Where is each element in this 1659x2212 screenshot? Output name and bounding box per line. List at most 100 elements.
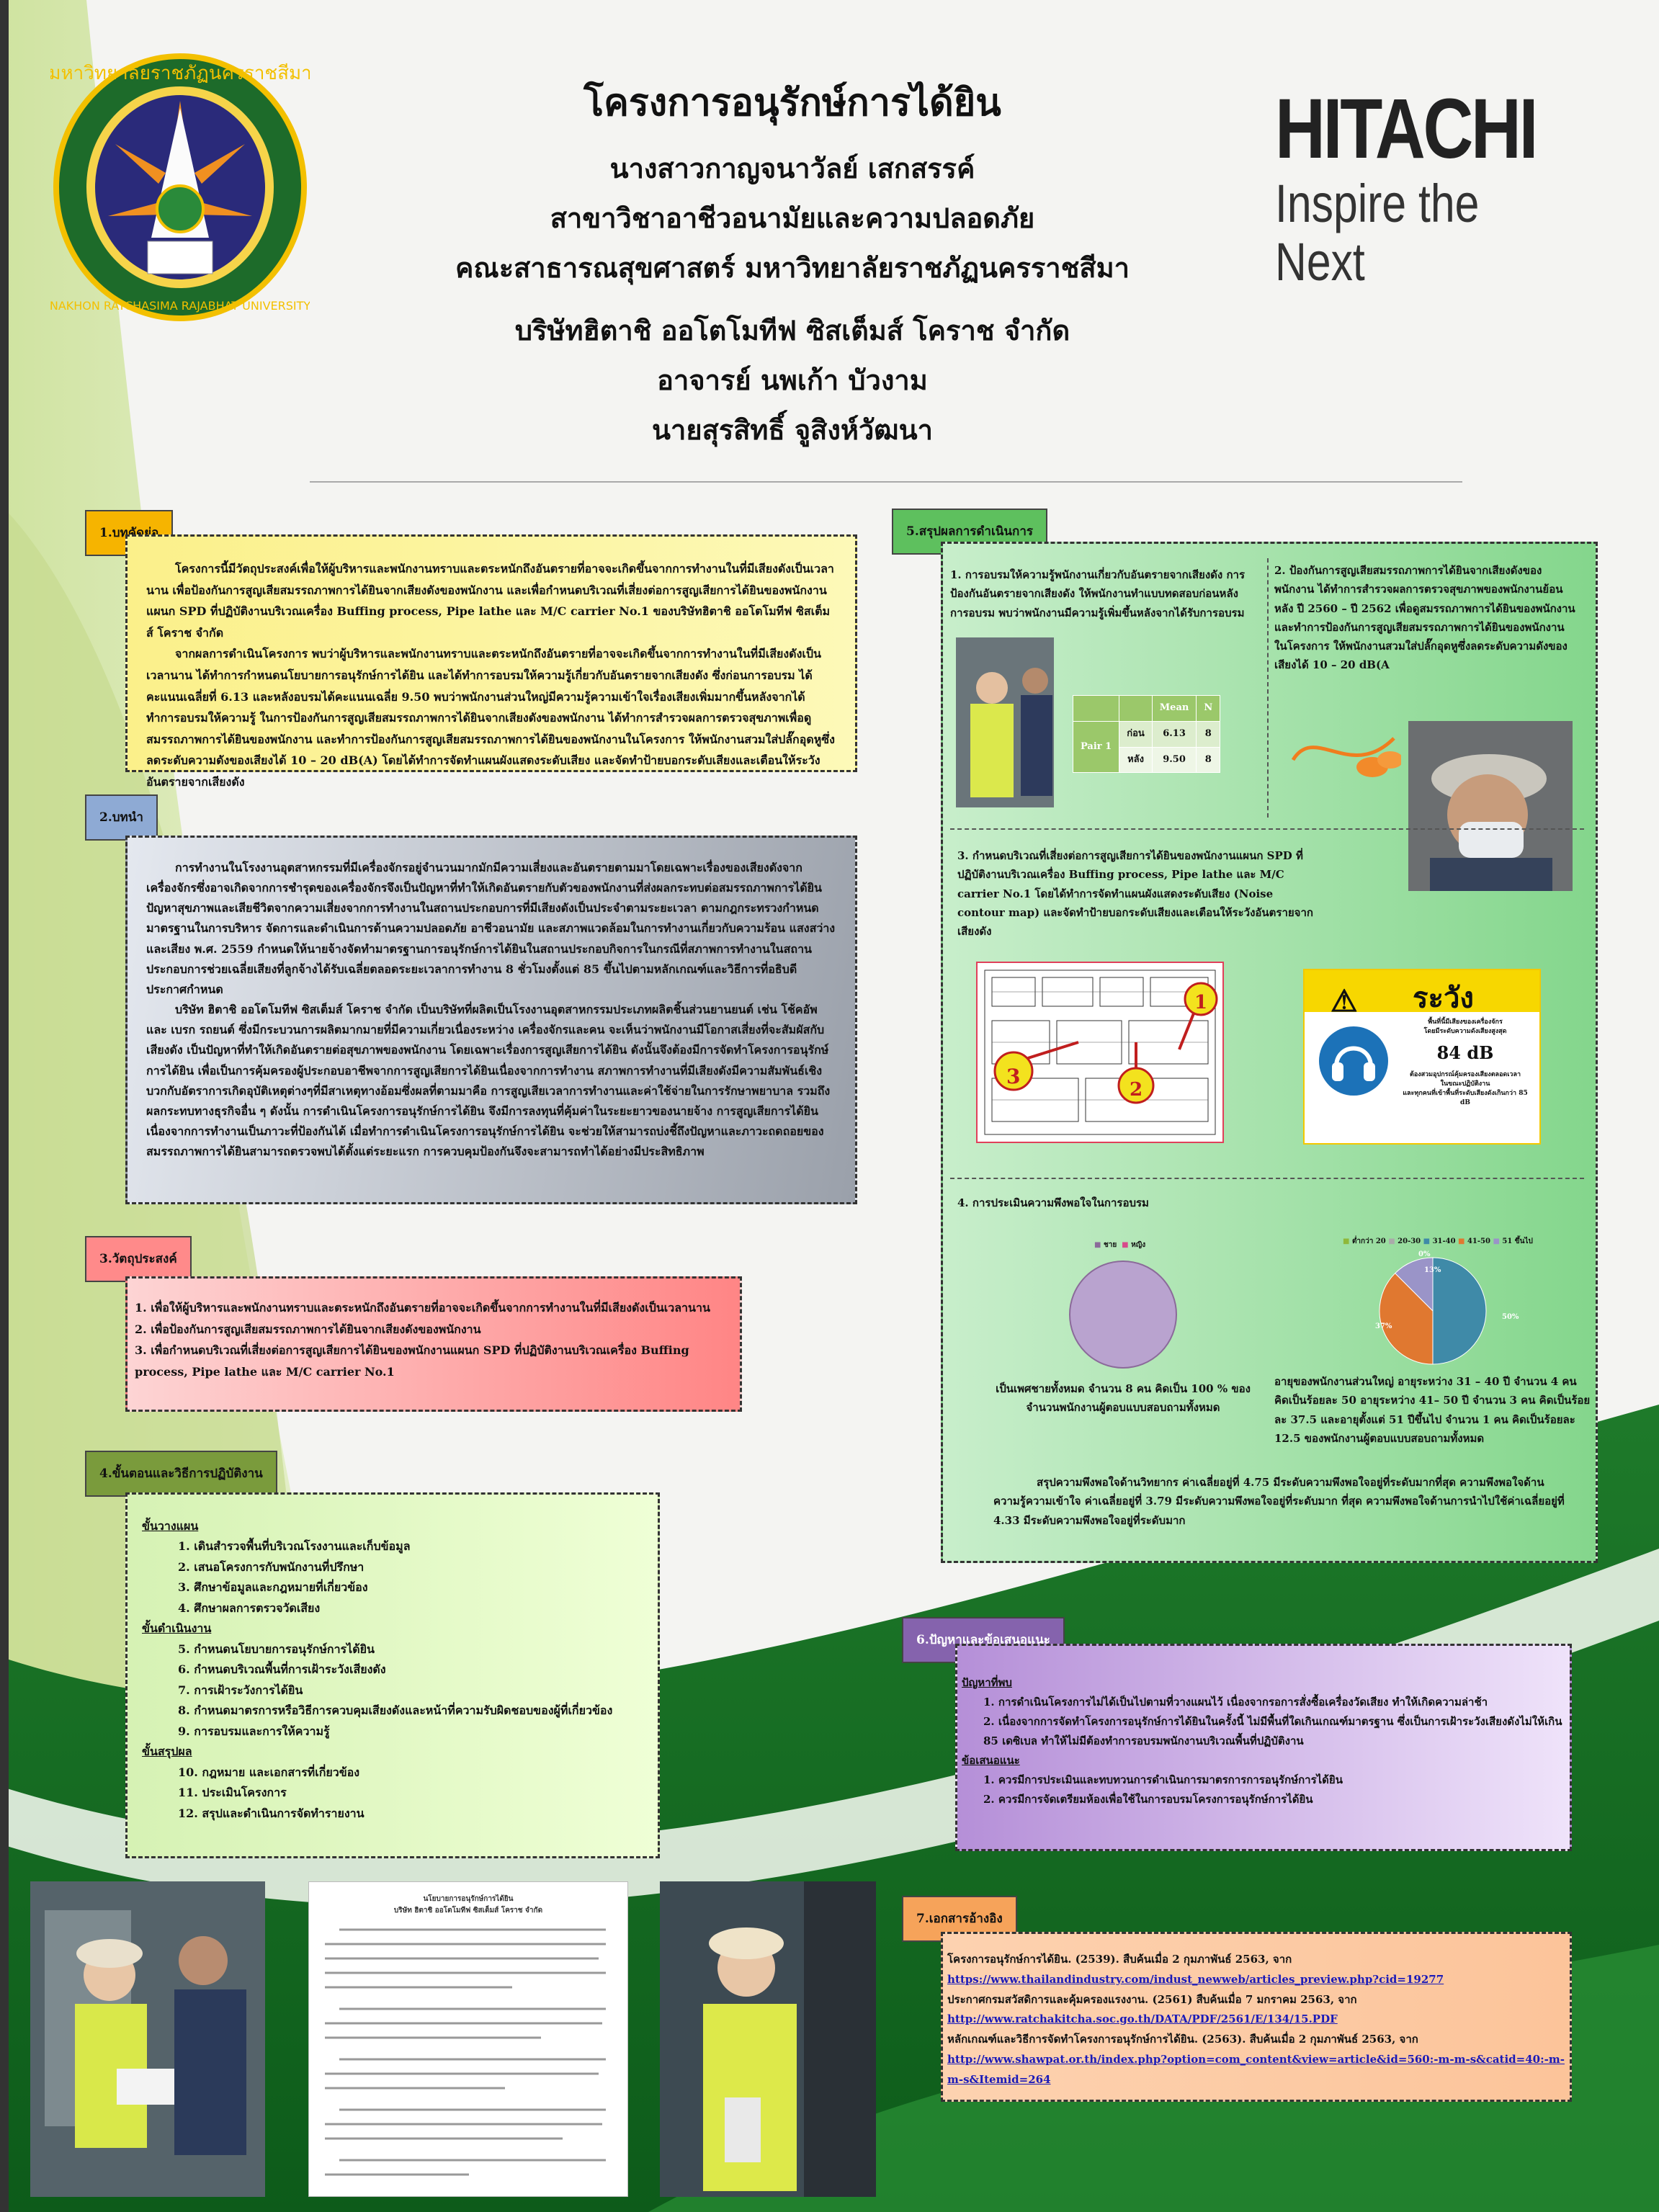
result-1-text: 1. การอบรมให้ความรู้พนักงานเกี่ยวกับอันต… <box>950 568 1246 619</box>
age-pie-chart <box>1379 1257 1487 1365</box>
hitachi-logo: HITACHI Inspire the Next <box>1275 86 1592 292</box>
warning-level: 84 dB <box>1436 1042 1494 1064</box>
pie1-slice-male <box>1069 1261 1177 1369</box>
suggestion-item: 2. ควรมีการจัดเตรียมห้องเพื่อใช้ในการอบร… <box>983 1793 1313 1806</box>
step-item: 11. ประเมินโครงการ <box>178 1786 287 1800</box>
results-divider <box>950 1178 1584 1179</box>
pre-post-test-table: Mean N Pair 1 ก่อน 6.13 8 หลัง 9.50 8 <box>1072 695 1221 774</box>
step-item: 1. เดินสำรวจพื้นที่บริเวณโรงงานและเก็บข้… <box>178 1539 411 1554</box>
advisor-name: อาจารย์ นพเก้า บัวงาม <box>657 364 928 396</box>
reference-2-link[interactable]: http://www.ratchakitcha.soc.go.th/DATA/P… <box>947 2012 1338 2026</box>
intro-paragraph-1: การทำงานในโรงงานอุตสาหกรรมที่มีเครื่องจั… <box>146 861 836 996</box>
results-divider <box>950 828 1584 830</box>
header-divider <box>310 481 1462 483</box>
training-photo-2 <box>660 1881 876 2197</box>
step-item: 5. กำหนดนโยบายการอนุรักษ์การได้ยิน <box>178 1642 375 1656</box>
planning-heading: ขั้นวางแผน <box>142 1519 199 1533</box>
step-item: 3. ศึกษาข้อมูลและกฎหมายที่เกี่ยวข้อง <box>178 1580 368 1595</box>
table-empty-cell <box>1119 695 1153 722</box>
pie2-legend-item: 41-50 <box>1467 1237 1490 1245</box>
step-item: 7. การเฝ้าระวังการได้ยิน <box>178 1683 303 1697</box>
document-text-lines <box>325 1928 606 2176</box>
brand-name: HITACHI <box>1275 81 1539 176</box>
problems-panel: ปัญหาที่พบ 1. การดำเนินโครงการไม่ได้เป็น… <box>955 1644 1572 1851</box>
step-item: 2. เสนอโครงการกับพนักงานที่ปรึกษา <box>178 1559 365 1574</box>
table-header-mean: Mean <box>1151 695 1197 722</box>
poster-title: โครงการอนุรักษ์การได้ยิน <box>583 81 1001 125</box>
reference-1-link[interactable]: https://www.thailandindustry.com/indust_… <box>947 1972 1444 1986</box>
pie2-legend: ■ ต่ำกว่า 20 ■ 20-30 ■ 31-40 ■ 41-50 ■ 5… <box>1343 1235 1533 1248</box>
poster-header: โครงการอนุรักษ์การได้ยิน นางสาวกาญจนาวัล… <box>403 72 1181 457</box>
pie1-legend: ■ ชาย ■ หญิง <box>1094 1239 1145 1252</box>
warning-title: ระวัง <box>1413 981 1474 1015</box>
results-divider-vertical <box>1267 558 1269 818</box>
objective-item: 1. เพื่อให้ผู้บริหารและพนักงานทราบและตระ… <box>135 1301 710 1315</box>
problem-item: 1. การดำเนินโครงการไม่ได้เป็นไปตามที่วาง… <box>983 1696 1488 1709</box>
pie2-label-0: 0% <box>1418 1250 1431 1258</box>
legend-marker-icon: ■ <box>1388 1237 1395 1245</box>
legend-marker-icon: ■ <box>1493 1237 1500 1245</box>
step-item: 4. ศึกษาผลการตรวจวัดเสียง <box>178 1600 321 1615</box>
policy-document-title: นโยบายการอนุรักษ์การได้ยิน <box>423 1895 514 1903</box>
legend-marker-icon: ■ <box>1343 1237 1350 1245</box>
step-item: 10. กฎหมาย และเอกสารที่เกี่ยวข้อง <box>178 1765 360 1779</box>
table-empty-cell <box>1072 695 1120 722</box>
legend-marker-icon: ■ <box>1458 1237 1465 1245</box>
table-cell: 8 <box>1196 720 1221 748</box>
objective-item: 2. เพื่อป้องกันการสูญเสียสมรรถภาพการได้ย… <box>135 1322 481 1336</box>
pie2-legend-item: 51 ขึ้นไป <box>1502 1237 1533 1245</box>
step-item: 9. การอบรมและการให้ความรู้ <box>178 1724 330 1738</box>
warning-sign: ⚠ ระวัง พื้นที่นี้มีเสียงของเครื่องจักร … <box>1303 969 1541 1145</box>
table-header-n: N <box>1196 695 1221 722</box>
abstract-paragraph-1: โครงการนี้มีวัตถุประสงค์เพื่อให้ผู้บริหา… <box>146 562 834 640</box>
pie1-legend-male: ชาย <box>1103 1241 1117 1249</box>
references-panel: โครงการอนุรักษ์การได้ยิน. (2539). สืบค้น… <box>941 1932 1572 2102</box>
warning-sign-header: ⚠ ระวัง <box>1305 970 1539 1018</box>
result-3-text: 3. กำหนดบริเวณที่เสี่ยงต่อการสูญเสียการไ… <box>957 849 1313 938</box>
training-photo-1 <box>30 1881 265 2197</box>
table-group-label: Pair 1 <box>1072 720 1120 774</box>
legend-marker-icon: ■ <box>1423 1237 1431 1245</box>
university-seal: มหาวิทยาลัยราชภัฏนครราชสีมา NAKHON RATCH… <box>48 50 312 324</box>
training-photo-3 <box>956 637 1054 807</box>
intro-panel: การทำงานในโรงงานอุตสาหกรรมที่มีเครื่องจั… <box>125 836 857 1204</box>
section-tag-intro: 2.บทนำ <box>85 794 158 841</box>
supervisor-name: นายสุรสิทธิ์ จูสิงห์วัฒนา <box>652 413 933 446</box>
table-row-label: ก่อน <box>1119 720 1153 748</box>
faculty: คณะสาธารณสุขศาสตร์ มหาวิทยาลัยราชภัฏนครร… <box>455 251 1130 284</box>
map-marker-1: 1 <box>1194 992 1208 1013</box>
warning-line: พื้นที่นี้มีเสียงของเครื่องจักร <box>1428 1018 1503 1026</box>
policy-document-photo: นโยบายการอนุรักษ์การได้ยิน บริษัท ฮิตาชิ… <box>308 1881 628 2197</box>
map-marker-3: 3 <box>1006 1065 1021 1088</box>
department: สาขาวิชาอาชีวอนามัยและความปลอดภัย <box>550 202 1035 234</box>
table-cell: 6.13 <box>1151 720 1197 748</box>
problems-heading: ปัญหาที่พบ <box>962 1676 1012 1689</box>
warning-line: ในขณะปฏิบัติงาน <box>1440 1080 1490 1088</box>
earplug-image <box>1286 717 1403 789</box>
map-marker-2: 2 <box>1130 1079 1143 1101</box>
pie2-label-50: 50% <box>1502 1313 1519 1321</box>
worker-earplug-photo <box>1408 721 1573 891</box>
gender-pie-chart <box>1069 1261 1177 1369</box>
warning-sign-text: พื้นที่นี้มีเสียงของเครื่องจักร โดยมีระด… <box>1397 1018 1534 1108</box>
noise-contour-map: 1 2 3 <box>976 962 1224 1143</box>
steps-panel: ขั้นวางแผน 1. เดินสำรวจพื้นที่บริเวณโรงง… <box>125 1492 660 1858</box>
result-4-text: 4. การประเมินความพึงพอใจในการอบรม <box>957 1196 1149 1209</box>
table-row-label: หลัง <box>1119 746 1153 774</box>
pie1-legend-female: หญิง <box>1131 1241 1146 1249</box>
pie1-caption: เป็นเพศชายทั้งหมด จำนวน 8 คน คิดเป็น 100… <box>996 1382 1251 1415</box>
pie2-slice <box>1379 1272 1434 1365</box>
pie2-slice <box>1432 1257 1487 1365</box>
warning-line: และทุกคนที่เข้าพื้นที่ระดับเสียงดังเกินก… <box>1403 1089 1528 1107</box>
reference-3-link[interactable]: http://www.shawpat.or.th/index.php?optio… <box>947 2052 1565 2086</box>
problem-item: 2. เนื่องจากการจัดทำโครงการอนุรักษ์การได… <box>983 1715 1562 1747</box>
pie2-legend-item: 20-30 <box>1398 1237 1421 1245</box>
abstract-paragraph-2: จากผลการดำเนินโครงการ พบว่าผู้บริหารและพ… <box>146 647 835 789</box>
pie2-legend-item: 31-40 <box>1432 1237 1456 1245</box>
warning-line: โดยมีระดับความดังเสียงสูงสุด <box>1423 1028 1507 1036</box>
svg-text:มหาวิทยาลัยราชภัฏนครราชสีมา: มหาวิทยาลัยราชภัฏนครราชสีมา <box>50 63 310 84</box>
summary-heading: ขั้นสรุปผล <box>142 1745 192 1759</box>
section-tag-objectives: 3.วัตถุประสงค์ <box>85 1236 192 1282</box>
result-2-text: 2. ป้องกันการสูญเสียสมรรถภาพการได้ยินจาก… <box>1274 564 1575 672</box>
warning-line: ต้องสวมอุปกรณ์คุ้มครองเสียงตลอดเวลา <box>1409 1070 1521 1078</box>
